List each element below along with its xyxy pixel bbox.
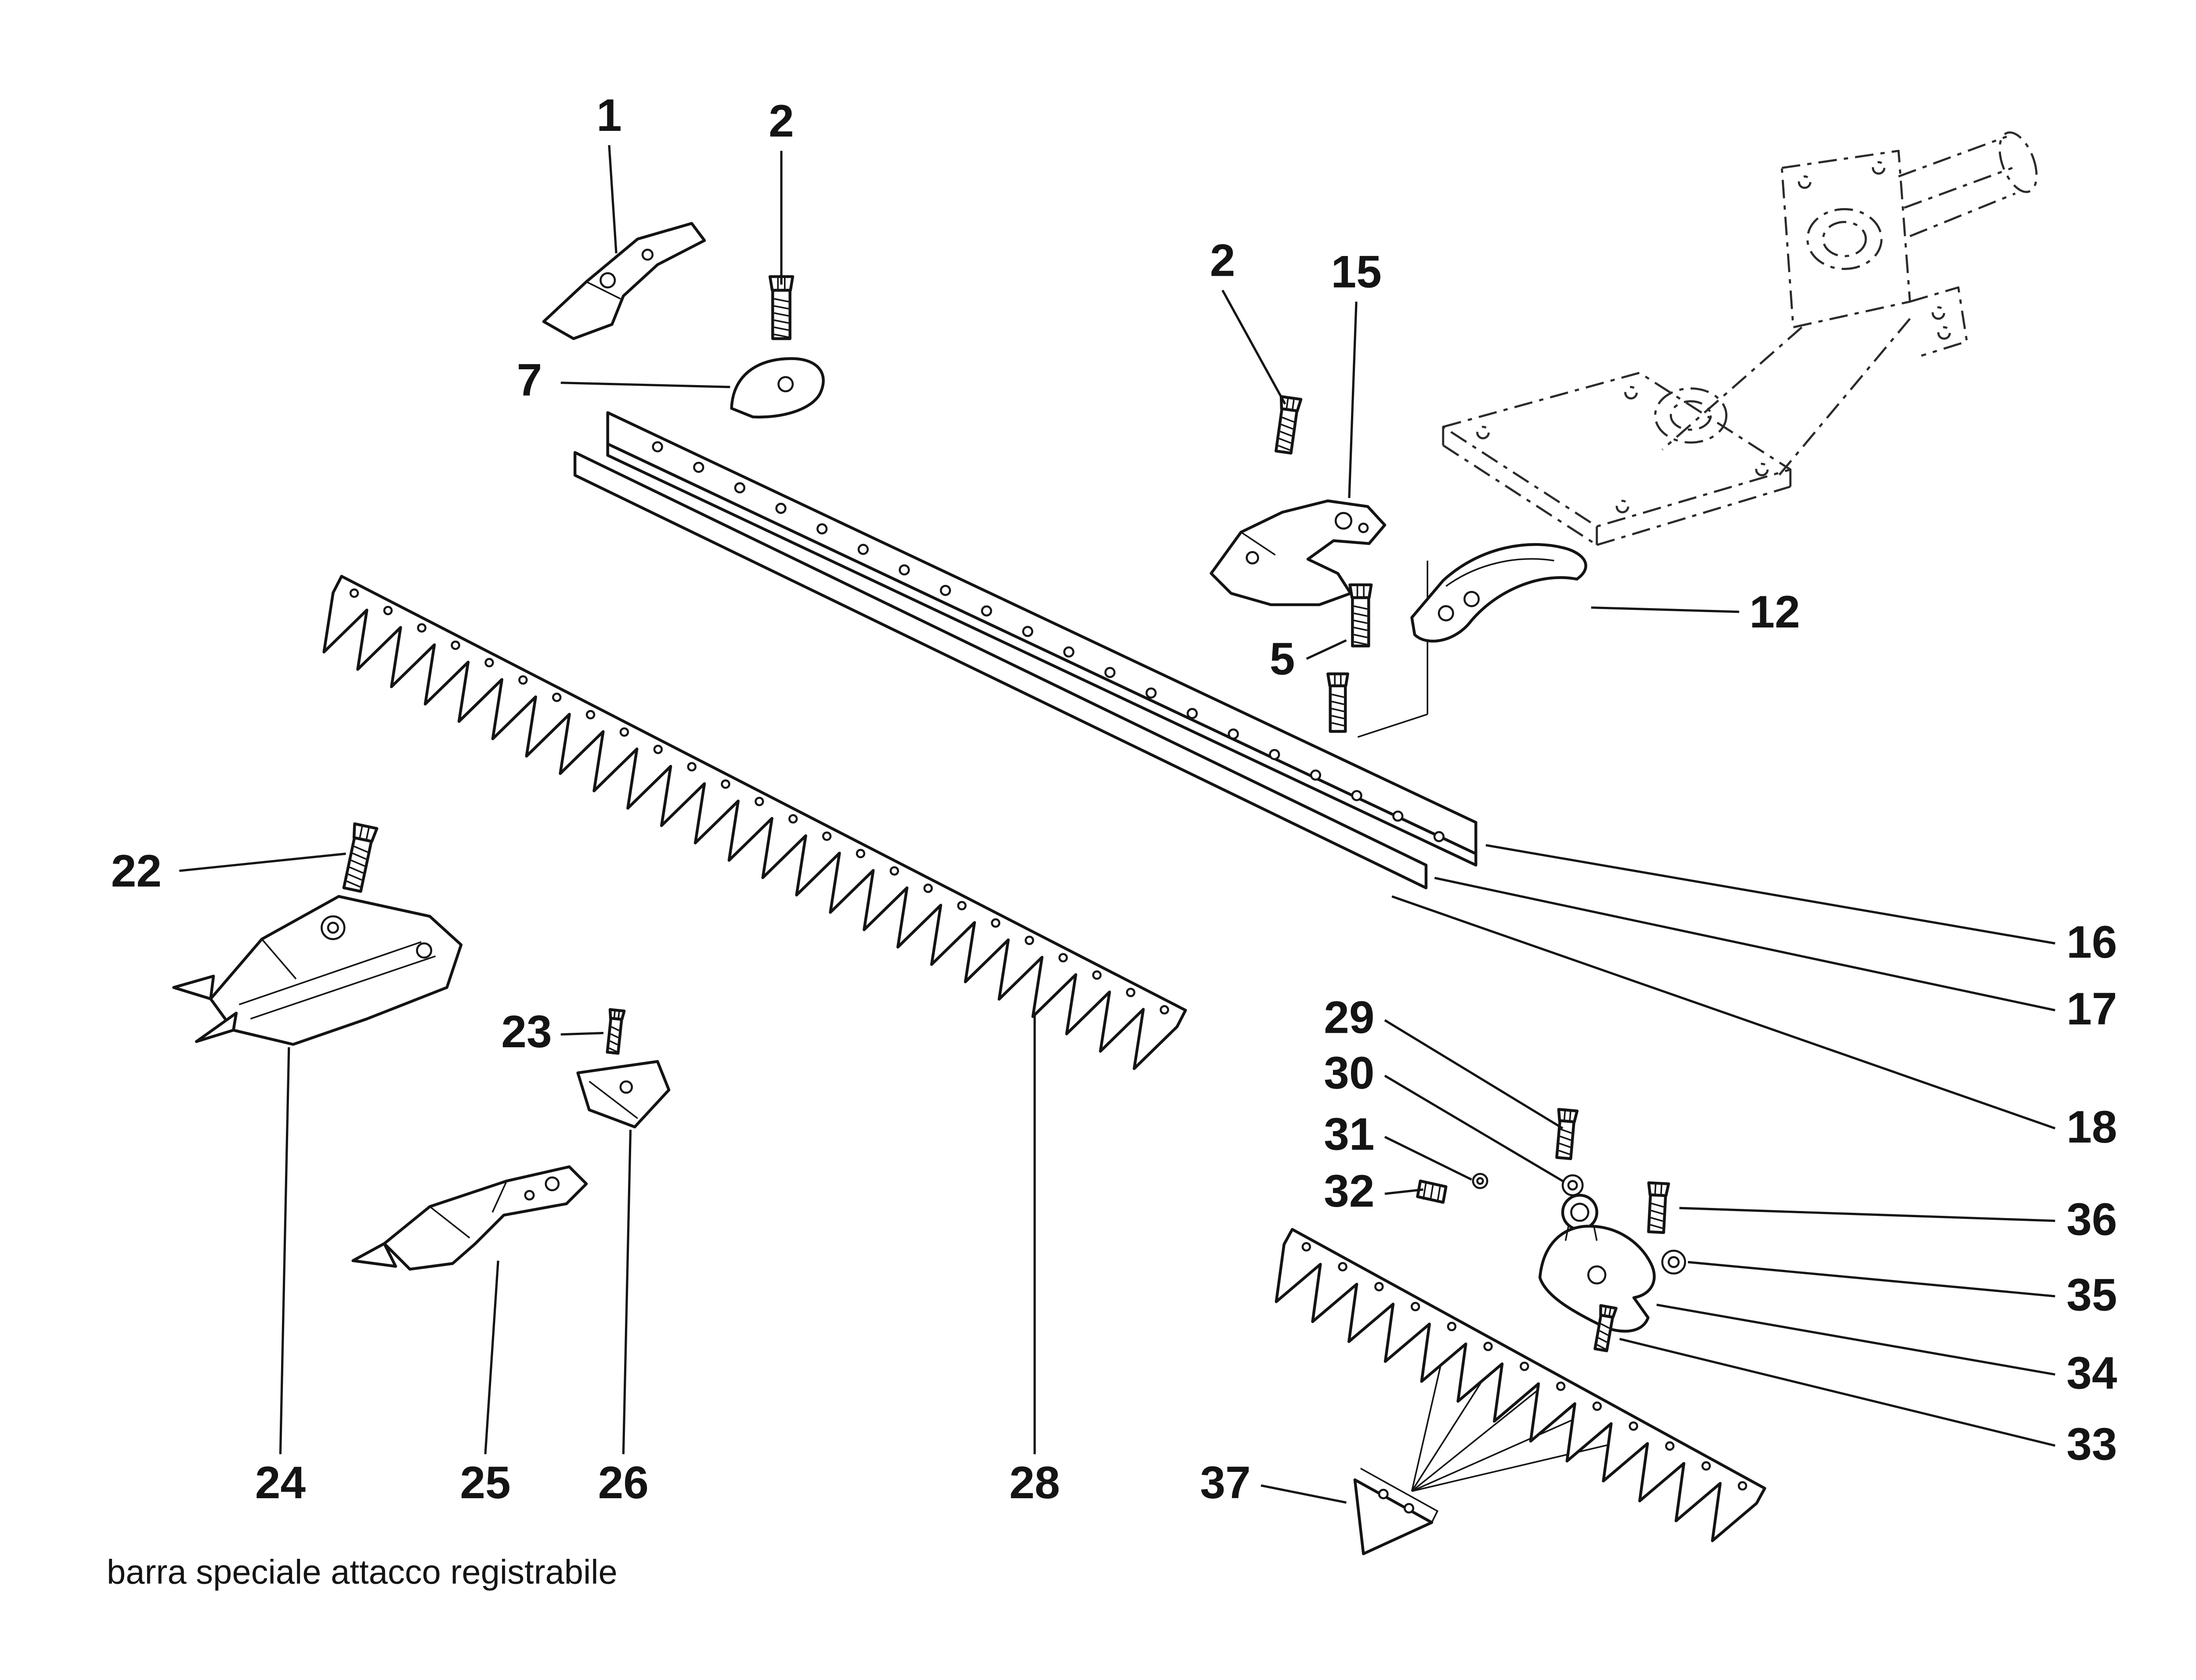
callout-15: 15 [1331, 246, 1381, 297]
callout-7: 7 [517, 354, 542, 405]
generated-geometry [322, 275, 1766, 1543]
leader-line-26 [622, 1129, 632, 1454]
callout-28: 28 [1009, 1457, 1060, 1508]
leader-line-33 [1619, 1338, 2055, 1447]
leader-line-35 [1687, 1261, 2055, 1298]
leader-line-1 [608, 145, 618, 253]
part-34-bracket [1538, 1193, 1656, 1333]
leader-line-18 [1391, 895, 2056, 1130]
part-15-plate [1210, 499, 1387, 606]
callout-33: 33 [2066, 1419, 2117, 1470]
leader-line-31 [1384, 1136, 1472, 1181]
callout-18: 18 [2066, 1101, 2117, 1152]
callout-29: 29 [1324, 992, 1374, 1043]
callout-17: 17 [2066, 983, 2117, 1034]
leader-line-12 [1591, 606, 1739, 613]
callout-2: 2 [1210, 235, 1235, 286]
bolt-36 [1647, 1181, 1670, 1234]
callout-34: 34 [2066, 1348, 2117, 1399]
cutter-bar [573, 411, 1477, 890]
callout-12: 12 [1749, 586, 1800, 637]
leader-line-15 [1348, 301, 1358, 498]
knife-blade-main [322, 575, 1187, 1070]
tooth-position-fan [1411, 1336, 1636, 1492]
screw-23 [606, 1008, 626, 1055]
leader-line-30 [1384, 1074, 1564, 1182]
callout-37: 37 [1200, 1457, 1250, 1508]
part-32-spring [1416, 1179, 1448, 1204]
exploded-parts-diagram: 1272155121617182223242526282930313236353… [107, 90, 2117, 1591]
part-30-nut [1561, 1174, 1584, 1197]
diagram-caption: barra speciale attacco registrabile [107, 1554, 618, 1591]
leader-line-34 [1656, 1303, 2055, 1376]
callout-30: 30 [1324, 1047, 1374, 1098]
leader-line-36 [1679, 1207, 2055, 1222]
part-25-clip [351, 1165, 588, 1271]
leader-line-7 [560, 382, 730, 388]
cutter-bar-holes [652, 441, 1445, 842]
leader-line-17 [1434, 876, 2055, 1012]
leader-line-25 [484, 1260, 499, 1454]
bolt-2-top [768, 275, 795, 340]
callout-5: 5 [1270, 633, 1295, 684]
callout-31: 31 [1324, 1108, 1374, 1159]
part-12-clip [1410, 543, 1587, 643]
bolt-5 [1348, 583, 1373, 648]
callout-24: 24 [255, 1457, 306, 1508]
leader-line-24 [279, 1047, 290, 1454]
leader-line-5 [1306, 639, 1347, 660]
part-26-blade-section [576, 1060, 671, 1128]
callout-22: 22 [111, 845, 162, 896]
leader-line-37 [1261, 1484, 1347, 1504]
part-7-wedge [730, 357, 825, 419]
callout-1: 1 [596, 90, 622, 141]
mount-bracket-phantom [1442, 131, 2038, 546]
leader-line-16 [1485, 844, 2055, 945]
part-24-clamp [172, 895, 463, 1046]
part-1-clip [542, 222, 706, 340]
callout-36: 36 [2066, 1194, 2117, 1245]
leader-line-2 [1221, 289, 1286, 405]
callout-2: 2 [769, 95, 794, 146]
leader-line-22 [179, 852, 346, 872]
callout-25: 25 [460, 1457, 510, 1508]
part-31-pin [1472, 1173, 1488, 1190]
callout-35: 35 [2066, 1269, 2117, 1320]
leader-line-23 [560, 1031, 604, 1036]
bolt-2-right [1274, 395, 1303, 455]
leader-line-29 [1384, 1019, 1564, 1129]
bolt-29 [1555, 1108, 1579, 1161]
bolt-18 [1326, 672, 1349, 733]
knife-blade-section [1275, 1228, 1766, 1543]
callout-23: 23 [501, 1006, 552, 1057]
callout-26: 26 [598, 1457, 649, 1508]
callout-32: 32 [1324, 1165, 1374, 1216]
part-37-tooth [1353, 1467, 1439, 1555]
bolt-22 [342, 822, 379, 893]
callout-16: 16 [2066, 916, 2117, 967]
screw-33 [1593, 1304, 1618, 1352]
leader-line-32 [1384, 1188, 1423, 1195]
part-35-washer [1661, 1250, 1686, 1275]
